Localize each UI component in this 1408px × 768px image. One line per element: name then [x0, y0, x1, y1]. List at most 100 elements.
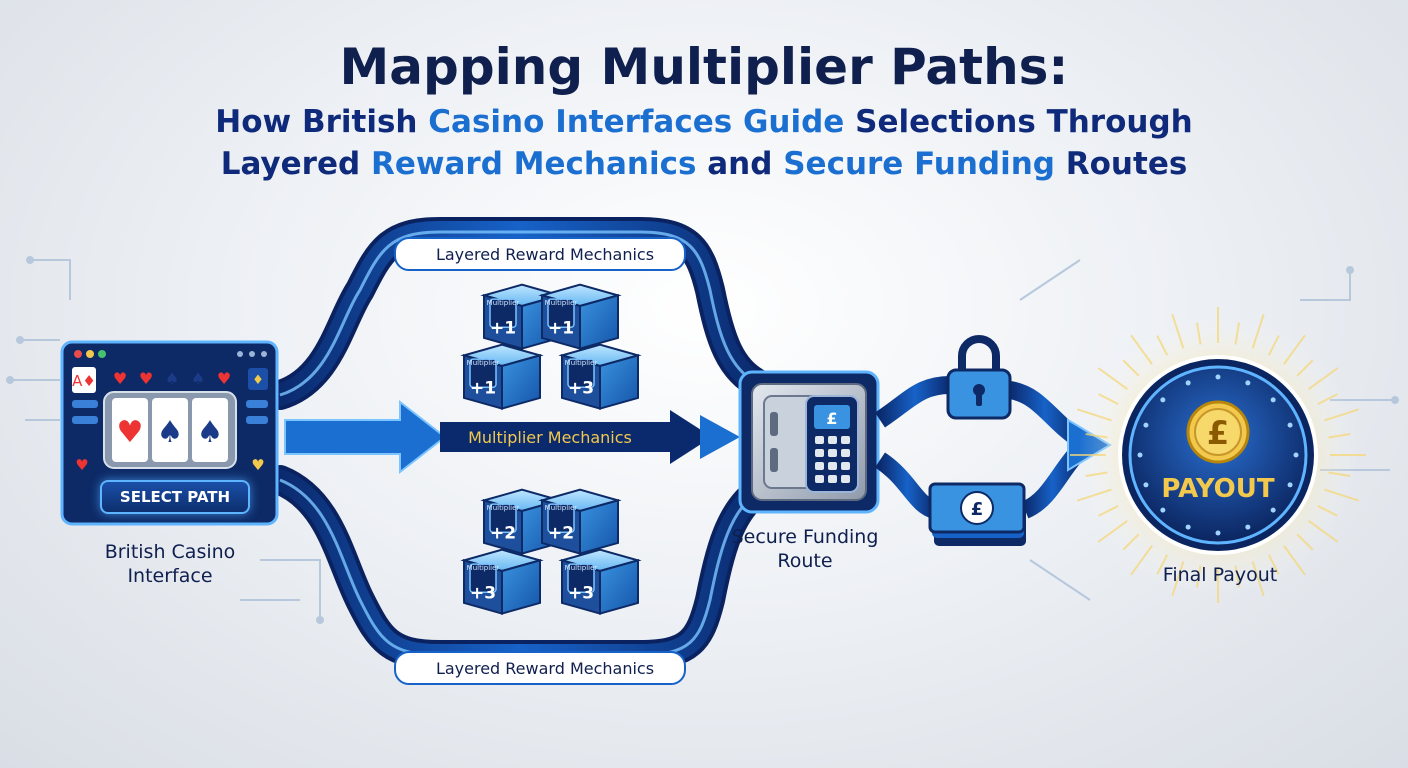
- glow-ray: [1317, 393, 1338, 406]
- svg-text:A♦: A♦: [72, 372, 96, 390]
- glow-ray: [1328, 471, 1351, 477]
- badge-dot: [1287, 422, 1293, 428]
- badge-dot: [1270, 397, 1276, 403]
- multiplier-cube-cubesTop-2: Multiplier +1: [460, 343, 544, 410]
- cube-face-text: Multiplier: [487, 299, 520, 307]
- glow-ray: [1234, 565, 1240, 588]
- glow-ray: [1130, 334, 1153, 365]
- svg-text:♥: ♥: [117, 415, 144, 450]
- glow-ray: [1171, 313, 1185, 349]
- cube-face-text: Multiplier: [565, 564, 598, 572]
- subtitle-line-1: How British Casino Interfaces Guide Sele…: [215, 104, 1193, 140]
- badge-dot: [1160, 397, 1166, 403]
- funding-label: Secure Funding Route: [731, 526, 879, 572]
- safe-icon: £: [738, 370, 880, 514]
- glow-ray: [1324, 488, 1360, 502]
- cube-value: +1: [490, 318, 516, 338]
- cube-face-text: Multiplier: [545, 504, 578, 512]
- banknote-pound-symbol: £: [971, 499, 984, 520]
- glow-ray: [1308, 367, 1339, 390]
- payout-label: Final Payout: [1162, 564, 1278, 586]
- cube-value: +3: [470, 583, 496, 603]
- glow-ray: [1156, 335, 1169, 356]
- glow-ray: [1196, 565, 1202, 588]
- cube-value: +2: [490, 523, 516, 543]
- svg-text:♥: ♥: [113, 369, 127, 388]
- glow-ray: [1308, 520, 1339, 543]
- glow-ray: [1234, 322, 1240, 345]
- svg-text:♠: ♠: [165, 369, 179, 388]
- cube-value: +1: [470, 378, 496, 398]
- glow-ray: [1122, 533, 1140, 551]
- multiplier-cube-cubesBottom-3: Multiplier +3: [558, 548, 642, 615]
- main-title: Mapping Multiplier Paths:: [339, 38, 1069, 96]
- banknote-icon: £: [928, 482, 1026, 546]
- interface-label: British Casino Interface: [104, 541, 236, 587]
- cube-value: +1: [548, 318, 574, 338]
- glow-ray: [1328, 433, 1351, 439]
- glow-ray: [1251, 561, 1265, 597]
- badge-dot: [1245, 524, 1251, 530]
- select-path-button[interactable]: SELECT PATH: [100, 480, 250, 514]
- multiplier-cube-cubesBottom-0: Multiplier +2: [480, 488, 564, 555]
- badge-dot: [1160, 507, 1166, 513]
- glow-ray: [1196, 322, 1202, 345]
- multiplier-cube-cubesTop-3: Multiplier +3: [558, 343, 642, 410]
- cube-face-text: Multiplier: [545, 299, 578, 307]
- glow-ray: [1296, 359, 1314, 377]
- svg-text:♥: ♥: [139, 369, 153, 388]
- top-cube-cluster: Multiplier+1Multiplier+1Multiplier+1Mult…: [460, 283, 642, 410]
- cube-value: +3: [568, 583, 594, 603]
- glow-ray: [1324, 408, 1360, 422]
- glow-ray: [1283, 334, 1306, 365]
- svg-text:♠: ♠: [157, 415, 184, 450]
- casino-interface-window[interactable]: A♦ ♥ ♥ ♠ ♠ ♥ ♦ ♥ ♥ ♥ ♠ ♠: [60, 340, 279, 526]
- svg-text:♠: ♠: [197, 415, 224, 450]
- multiplier-cube-cubesTop-1: Multiplier +1: [538, 283, 622, 350]
- badge-dot: [1143, 482, 1149, 488]
- glow-ray: [1098, 393, 1119, 406]
- bottom-path-label: Layered Reward Mechanics: [436, 659, 654, 678]
- glow-ray: [1130, 545, 1153, 576]
- svg-text:♦: ♦: [252, 373, 264, 388]
- badge-dot: [1215, 374, 1221, 380]
- multiplier-cube-cubesBottom-2: Multiplier+3: [460, 548, 544, 615]
- bottom-cube-cluster: Multiplier+2Multiplier+2Multiplier+3Mult…: [460, 488, 642, 615]
- badge-dot: [1137, 452, 1143, 458]
- cube-face-text: Multiplier: [487, 504, 520, 512]
- subtitle-line-2: Layered Reward Mechanics and Secure Fund…: [220, 146, 1188, 182]
- glow-ray: [1122, 359, 1140, 377]
- svg-text:♥: ♥: [75, 456, 88, 474]
- safe-pound-symbol: £: [826, 409, 837, 428]
- glow-ray: [1283, 545, 1306, 576]
- svg-text:♥: ♥: [251, 456, 264, 474]
- glow-ray: [1296, 533, 1314, 551]
- glow-ray: [1251, 313, 1265, 349]
- svg-text:♠: ♠: [191, 369, 205, 388]
- padlock-icon: [946, 335, 1012, 420]
- glow-ray: [1267, 554, 1280, 575]
- bottom-path-label-bg: [394, 651, 686, 685]
- glow-ray: [1171, 561, 1185, 597]
- badge-dot: [1270, 507, 1276, 513]
- glow-ray: [1085, 433, 1108, 439]
- cube-face-text: Multiplier: [467, 359, 500, 367]
- glow-ray: [1097, 367, 1128, 390]
- glow-ray: [1156, 554, 1169, 575]
- badge-dot: [1185, 380, 1191, 386]
- middle-multiplier-arrow: [284, 399, 740, 475]
- top-reward-path: [265, 217, 775, 410]
- cube-value: +3: [568, 378, 594, 398]
- glow-ray: [1076, 408, 1112, 422]
- payout-coin-symbol: £: [1207, 414, 1229, 452]
- badge-dot: [1215, 530, 1221, 536]
- badge-dot: [1287, 482, 1293, 488]
- badge-dot: [1143, 422, 1149, 428]
- glow-ray: [1076, 488, 1112, 502]
- badge-dot: [1185, 524, 1191, 530]
- multiplier-cube-cubesBottom-1: Multiplier+2: [538, 488, 622, 555]
- cube-face-text: Multiplier: [565, 359, 598, 367]
- payout-badge: £ PAYOUT: [1070, 307, 1366, 603]
- badge-dot: [1293, 452, 1299, 458]
